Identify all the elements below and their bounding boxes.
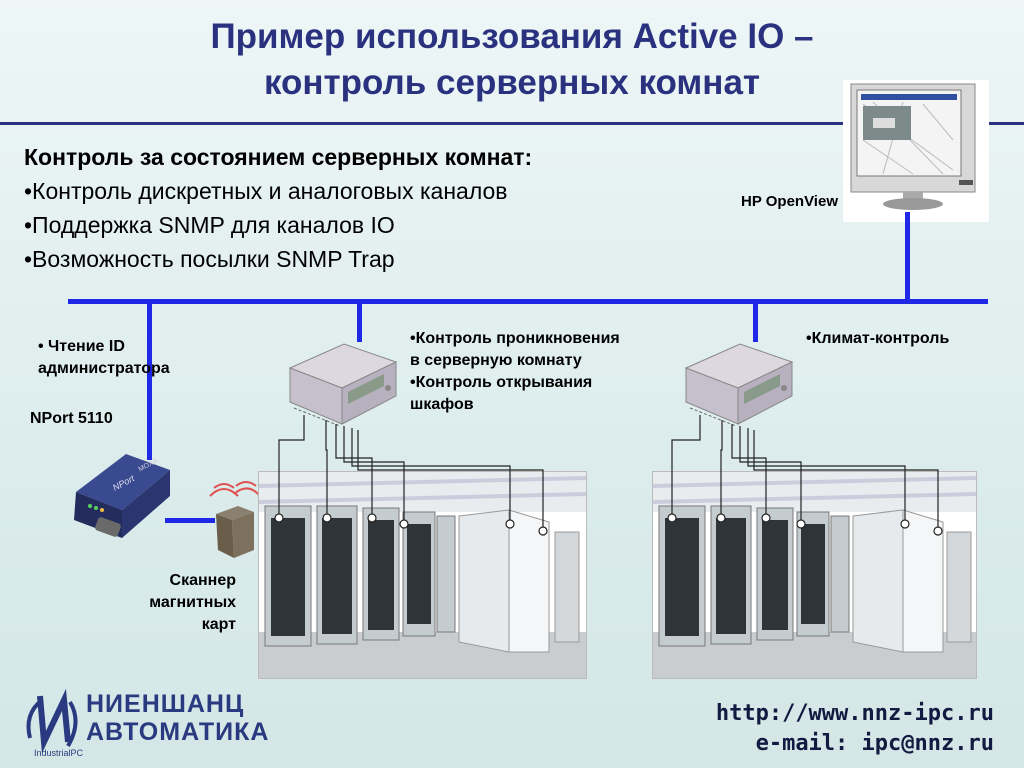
title-line-1: Пример использования Active IO – (210, 17, 814, 56)
logo-sub: IndustrialPC (34, 748, 84, 758)
server-room-photo-2 (652, 471, 977, 679)
page-title: Пример использования Active IO – контрол… (0, 14, 1024, 106)
card-scanner (206, 478, 266, 562)
logo-line-1: НИЕНШАНЦ (86, 690, 245, 718)
intro-bullet: •Контроль дискретных и аналоговых канало… (24, 178, 508, 204)
bus-drop-controller-1 (357, 300, 362, 342)
scanner-label: Сканнер магнитных карт (110, 570, 236, 636)
server-room-illustration (652, 472, 977, 678)
bus-nport-scanner (165, 518, 215, 523)
intrusion-line-3: •Контроль открывания (410, 374, 593, 391)
reading-id-label: • Чтение ID администратора (38, 336, 170, 380)
monitor-icon (850, 83, 976, 210)
bus-drop-nport (147, 300, 152, 460)
monitor (843, 80, 989, 222)
intrusion-line-1: •Контроль проникновения (410, 330, 620, 347)
active-io-controller-1 (284, 338, 400, 428)
title-line-2: контроль серверных комнат (263, 63, 761, 102)
logo-mark-icon (26, 688, 78, 752)
intro-bullet: •Возможность посылки SNMP Trap (24, 246, 395, 272)
intro-bullet: •Поддержка SNMP для каналов IO (24, 212, 395, 238)
intro-block: Контроль за состоянием серверных комнат:… (24, 140, 532, 276)
wiring-group-1 (274, 415, 548, 536)
card-scanner-icon (209, 481, 261, 558)
scanner-line-3: карт (201, 616, 236, 633)
bus-drop-controller-2 (753, 300, 758, 342)
climate-label: •Климат-контроль (806, 330, 950, 347)
bus-drop-monitor (905, 212, 910, 302)
title-divider (0, 122, 1024, 125)
active-io-controller-2 (680, 338, 796, 428)
nport-label: NPort 5110 (30, 410, 113, 427)
intrusion-line-4: шкафов (410, 396, 474, 413)
reading-id-line-1: • Чтение ID (38, 338, 125, 355)
company-logo: НИЕНШАНЦ АВТОМАТИКА IndustrialPC (20, 688, 268, 760)
controller-icon (684, 343, 794, 427)
server-room-illustration (258, 472, 587, 678)
email-link[interactable]: e-mail: ipc@nnz.ru (755, 731, 994, 756)
nport-device: NPort MOXA (66, 440, 176, 552)
logo-line-2: АВТОМАТИКА (86, 718, 270, 746)
reading-id-line-2: администратора (38, 360, 170, 377)
network-bus (68, 299, 988, 304)
scanner-line-2: магнитных (149, 594, 236, 611)
website-link[interactable]: http://www.nnz-ipc.ru (715, 701, 994, 726)
nport-device-icon (74, 454, 170, 538)
intro-heading: Контроль за состоянием серверных комнат: (24, 144, 533, 170)
intrusion-label: •Контроль проникновения в серверную комн… (410, 328, 620, 416)
hp-openview-label: HP OpenView (741, 193, 838, 210)
controller-icon (288, 343, 398, 427)
scanner-line-1: Сканнер (169, 572, 236, 589)
server-room-photo-1 (258, 471, 587, 679)
intrusion-line-2: в серверную комнату (410, 352, 582, 369)
wiring-group-2 (667, 415, 943, 536)
